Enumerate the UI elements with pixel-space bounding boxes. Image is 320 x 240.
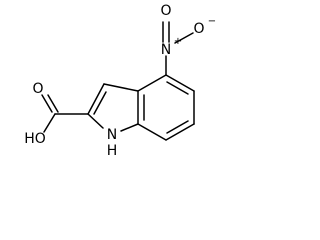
double-bond-c6-c7 [166,120,189,134]
nitro-oxygen-right-label: O [193,21,204,37]
bond-c3a-c3 [103,83,139,92]
bond-c6-c7 [165,123,195,141]
bond-n1-c7a [120,123,139,132]
bond-carboxyl-o-a [41,94,53,113]
ring-nitrogen-hydrogen-label: H [107,143,118,159]
bond-carboxyl-o-b [47,94,59,113]
double-bond-c4-c5 [166,81,189,95]
indole-structure-diagram: O N + O − O HO N H [24,3,216,159]
bond-c7-c7a [137,123,167,141]
bond-carboxyl-oh [43,113,56,133]
nitro-oxygen-charge: − [208,16,216,27]
nitro-oxygen-top-label: O [160,3,171,19]
bond-c3-c2 [87,83,105,115]
ring-nitrogen-label: N [107,127,117,143]
nitro-nitrogen-charge: + [174,36,182,47]
bond-c4-c5 [165,74,195,92]
nitro-nitrogen-label: N [161,42,171,58]
bond-c3a-c4 [137,74,167,92]
carboxyl-oxygen-label: O [32,81,43,97]
double-bond-c3-c2 [93,91,107,115]
carboxyl-hydroxyl-label: HO [24,131,46,147]
bond-c2-n1 [87,113,104,129]
bond-nitro-n-o-right [174,32,194,44]
